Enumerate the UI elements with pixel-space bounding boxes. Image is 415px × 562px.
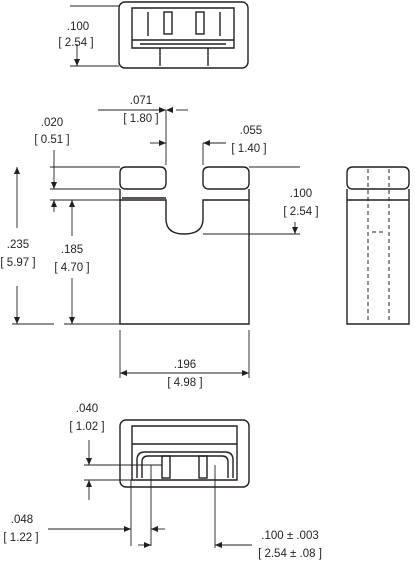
opening-inch: .040 bbox=[76, 403, 98, 415]
slot-width-mm: [ 1.80 ] bbox=[123, 113, 158, 125]
top-lip-mm: [ 0.51 ] bbox=[34, 134, 69, 146]
contact-pitch-inch: .100 ± .003 bbox=[261, 530, 318, 542]
dim-body-height: .185 [ 4.70 ] bbox=[54, 200, 120, 325]
body-width-mm: [ 4.98 ] bbox=[167, 377, 202, 389]
side-view bbox=[346, 166, 410, 325]
dim-body-width: .196 [ 4.98 ] bbox=[119, 330, 250, 389]
dim-wall: .048 [ 1.22 ] bbox=[3, 465, 165, 546]
top-pitch-mm: [ 2.54 ] bbox=[58, 37, 93, 49]
contact-width-mm: [ 1.40 ] bbox=[231, 143, 266, 155]
dim-contact-pitch: .100 ± .003 [ 2.54 ± .08 ] bbox=[138, 465, 322, 560]
front-view bbox=[119, 166, 250, 325]
overall-height-mm: [ 5.97 ] bbox=[0, 257, 35, 269]
wall-mm: [ 1.22 ] bbox=[3, 532, 38, 544]
overall-height-inch: .235 bbox=[7, 239, 29, 251]
slot-depth-inch: .100 bbox=[290, 188, 312, 200]
contact-width-inch: .055 bbox=[240, 125, 262, 137]
contact-pitch-mm: [ 2.54 ± .08 ] bbox=[258, 548, 322, 560]
dim-top-pitch: .100 [ 2.54 ] bbox=[58, 5, 119, 67]
opening-mm: [ 1.02 ] bbox=[69, 421, 104, 433]
top-view bbox=[118, 1, 249, 69]
body-height-inch: .185 bbox=[61, 244, 83, 256]
dim-overall-height: .235 [ 5.97 ] bbox=[0, 167, 54, 325]
wall-inch: .048 bbox=[11, 514, 33, 526]
dim-slot-width: .071 [ 1.80 ] bbox=[98, 95, 204, 165]
top-pitch-inch: .100 bbox=[67, 21, 89, 33]
top-lip-inch: .020 bbox=[41, 117, 63, 129]
body-height-mm: [ 4.70 ] bbox=[54, 262, 89, 274]
bottom-view bbox=[119, 419, 250, 488]
body-width-inch: .196 bbox=[174, 359, 196, 371]
slot-depth-mm: [ 2.54 ] bbox=[283, 206, 318, 218]
dim-contact-width: .055 [ 1.40 ] bbox=[150, 125, 267, 155]
dim-opening: .040 [ 1.02 ] bbox=[69, 403, 162, 500]
slot-width-inch: .071 bbox=[130, 95, 152, 107]
dim-top-lip: .020 [ 0.51 ] bbox=[34, 117, 120, 212]
dim-slot-depth: .100 [ 2.54 ] bbox=[203, 166, 319, 235]
